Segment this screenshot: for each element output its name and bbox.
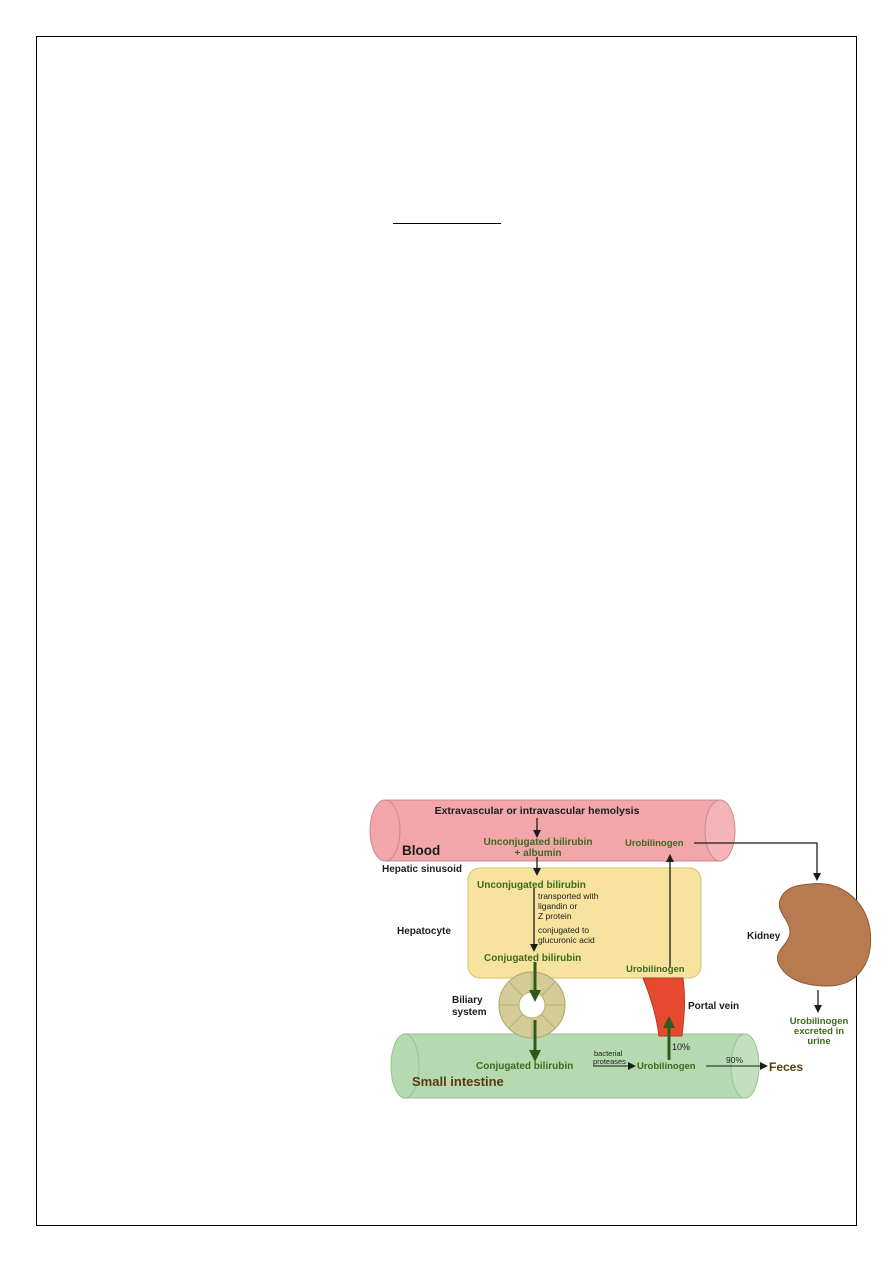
title-underline bbox=[393, 223, 501, 224]
label-biliary-2: system bbox=[452, 1007, 487, 1018]
label-urine-3: urine bbox=[807, 1036, 830, 1047]
label-feces: Feces bbox=[769, 1060, 803, 1074]
label-transported-3: Z protein bbox=[538, 911, 572, 921]
label-bacterial-2: proteases bbox=[593, 1057, 626, 1066]
portal-vein-shape bbox=[642, 977, 686, 1037]
label-conjugated-to-1: conjugated to bbox=[538, 925, 589, 935]
label-urobilinogen-intestine: Urobilinogen bbox=[637, 1061, 696, 1072]
label-90-percent: 90% bbox=[726, 1055, 743, 1065]
label-albumin: + albumin bbox=[515, 848, 562, 859]
label-10-percent: 10% bbox=[672, 1042, 690, 1052]
label-unconjugated-hepatocyte: Unconjugated bilirubin bbox=[477, 880, 586, 891]
blood-vessel bbox=[369, 799, 736, 862]
label-hepatocyte: Hepatocyte bbox=[397, 926, 451, 937]
hepatocyte-cell bbox=[467, 867, 702, 979]
label-urobilinogen-hepatocyte: Urobilinogen bbox=[626, 964, 685, 975]
label-bacterial-1: bacterial bbox=[594, 1049, 623, 1058]
label-small-intestine: Small intestine bbox=[412, 1074, 504, 1089]
label-biliary-1: Biliary bbox=[452, 995, 483, 1006]
page-frame bbox=[36, 36, 857, 1226]
kidney-shape bbox=[776, 883, 872, 987]
label-conjugated-to-2: glucuronic acid bbox=[538, 935, 595, 945]
label-unconjugated-blood: Unconjugated bilirubin bbox=[484, 837, 593, 848]
label-hemolysis: Extravascular or intravascular hemolysis bbox=[435, 805, 640, 817]
label-portal-vein: Portal vein bbox=[688, 1001, 739, 1012]
label-transported-1: transported with bbox=[538, 891, 599, 901]
label-hepatic-sinusoid: Hepatic sinusoid bbox=[382, 864, 462, 875]
label-blood: Blood bbox=[402, 843, 440, 858]
label-transported-2: ligandin or bbox=[538, 901, 577, 911]
label-urobilinogen-blood: Urobilinogen bbox=[625, 838, 684, 849]
biliary-system-ring bbox=[498, 971, 566, 1039]
label-conjugated-hepatocyte: Conjugated bilirubin bbox=[484, 953, 581, 964]
label-urine-2: excreted in bbox=[794, 1026, 844, 1037]
label-kidney: Kidney bbox=[747, 931, 781, 942]
label-conjugated-intestine: Conjugated bilirubin bbox=[476, 1061, 573, 1072]
label-urine-1: Urobilinogen bbox=[790, 1016, 849, 1027]
small-intestine-tube bbox=[390, 1033, 760, 1099]
arrow-urobilinogen-to-kidney bbox=[694, 842, 821, 881]
